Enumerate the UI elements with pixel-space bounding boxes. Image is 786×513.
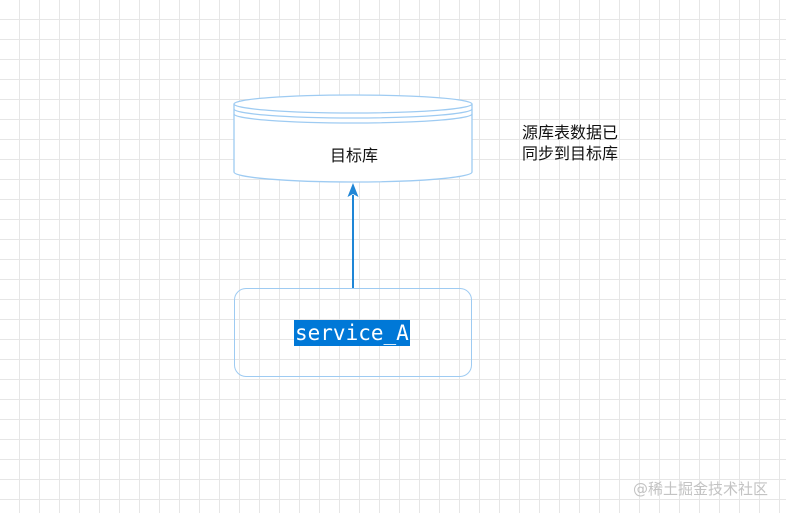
arrow-head	[347, 183, 359, 197]
note-text-line-1: 源库表数据已	[522, 123, 619, 142]
database-top	[233, 94, 473, 114]
database-body	[233, 104, 473, 183]
database-cylinder[interactable]	[233, 94, 473, 183]
watermark: @稀土掘金技术社区	[632, 480, 768, 498]
database-rim-1	[233, 108, 473, 119]
service-box[interactable]	[234, 288, 472, 377]
database-label: 目标库	[329, 146, 378, 165]
database-rim-2	[233, 113, 473, 124]
service-label-selected[interactable]: service_A	[294, 320, 410, 346]
connector-arrow[interactable]	[347, 183, 359, 288]
note-text-line-2: 同步到目标库	[522, 144, 619, 163]
